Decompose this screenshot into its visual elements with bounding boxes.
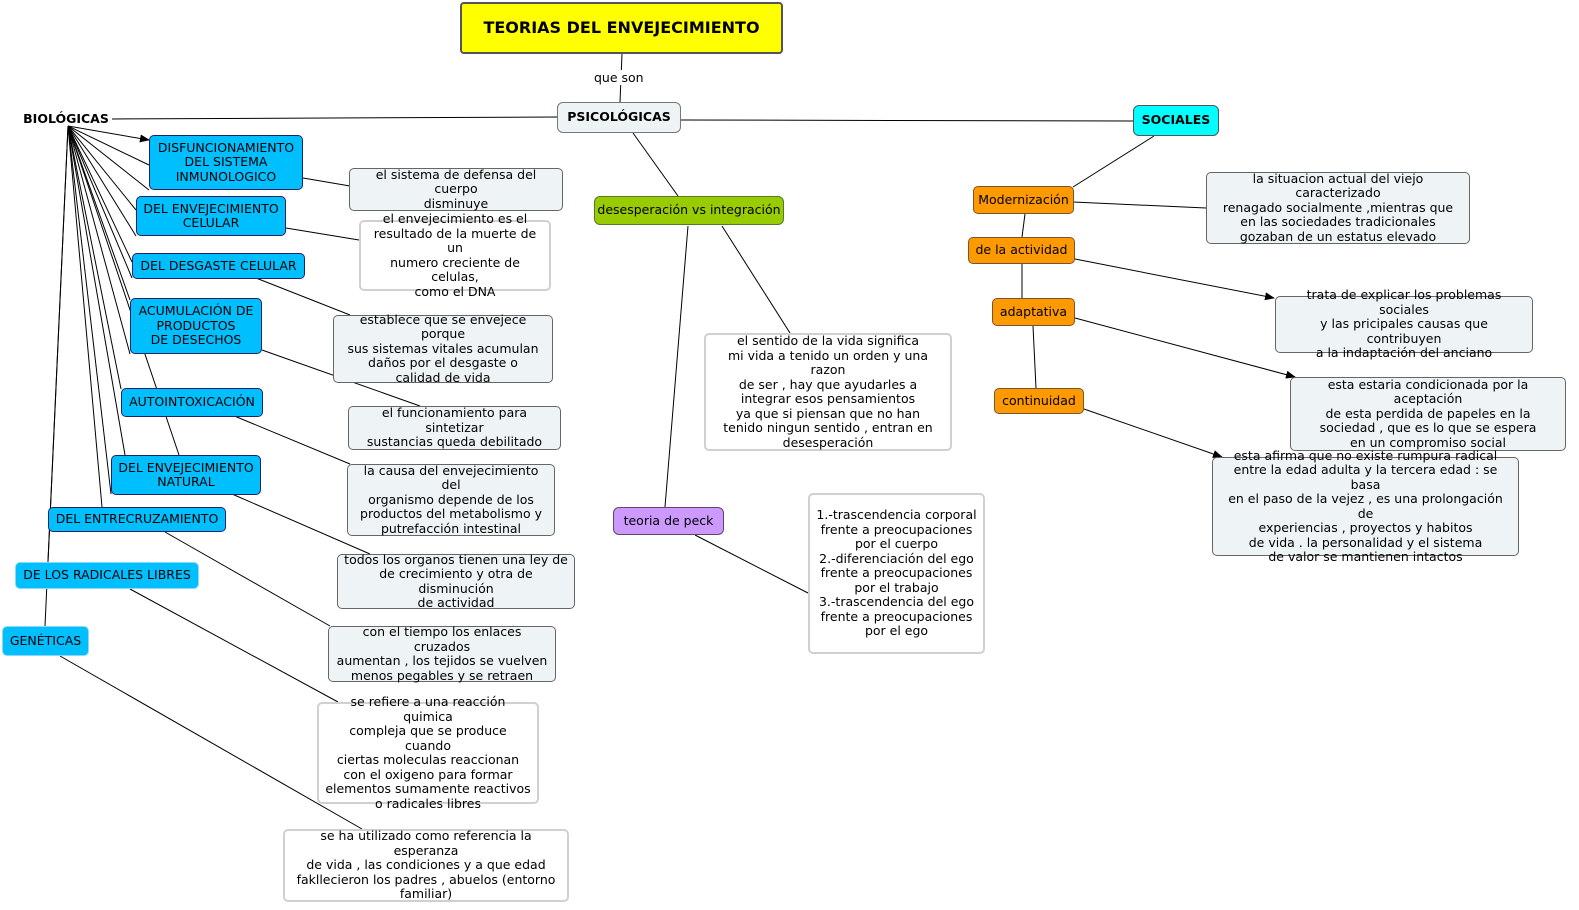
psych-desc-teoria-peck: 1.-trascendencia corporal frente a preoc… xyxy=(808,493,985,654)
bio-node-envejecimiento-celular[interactable]: DEL ENVEJECIMIENTO CELULAR xyxy=(136,196,286,236)
social-node-actividad[interactable]: de la actividad xyxy=(968,237,1075,264)
bio-desc-desgaste-celular: establece que se envejece porque sus sis… xyxy=(333,312,553,385)
bio-node-desgaste-celular[interactable]: DEL DESGASTE CELULAR xyxy=(132,253,305,279)
bio-desc-geneticas: se ha utilizado como referencia la esper… xyxy=(283,829,569,902)
psych-desc-desesperacion-integracion: el sentido de la vida significa mi vida … xyxy=(704,333,952,451)
social-node-modernizacion[interactable]: Modernización xyxy=(973,186,1074,214)
psych-node-teoria-peck[interactable]: teoria de peck xyxy=(613,507,724,535)
social-desc-adaptativa: esta estaria condicionada por la aceptac… xyxy=(1290,377,1566,451)
psych-node-desesperacion-integracion[interactable]: desesperación vs integración xyxy=(594,196,784,225)
bio-node-radicales-libres[interactable]: DE LOS RADICALES LIBRES xyxy=(15,562,199,589)
bio-node-acumulacion-desechos[interactable]: ACUMULACIÓN DE PRODUCTOS DE DESECHOS xyxy=(130,298,262,354)
bio-node-geneticas[interactable]: GENÉTICAS xyxy=(2,626,89,656)
bio-desc-acumulacion-desechos: el funcionamiento para sintetizar sustan… xyxy=(348,406,561,450)
bio-desc-entrecruzamiento: con el tiempo los enlaces cruzados aumen… xyxy=(328,624,556,682)
bio-desc-autointoxicacion: la causa del envejecimiento del organism… xyxy=(347,463,555,536)
map-title: TEORIAS DEL ENVEJECIMIENTO xyxy=(460,2,783,54)
social-node-adaptativa[interactable]: adaptativa xyxy=(992,298,1075,326)
category-sociales[interactable]: SOCIALES xyxy=(1133,105,1219,136)
social-desc-modernizacion: la situacion actual del viejo caracteriz… xyxy=(1206,171,1470,244)
bio-desc-radicales-libres: se refiere a una reacción quimica comple… xyxy=(317,694,539,810)
bio-node-envejecimiento-natural[interactable]: DEL ENVEJECIMIENTO NATURAL xyxy=(111,455,261,495)
social-desc-actividad: trata de explicar los problemas sociales… xyxy=(1275,288,1533,360)
social-node-continuidad[interactable]: continuidad xyxy=(994,388,1084,414)
category-biologicas[interactable]: BIOLÓGICAS xyxy=(23,110,109,126)
category-psicologicas[interactable]: PSICOLÓGICAS xyxy=(557,102,681,133)
social-desc-continuidad: esta afirma que no existe rumpura radica… xyxy=(1212,448,1519,564)
bio-node-autointoxicacion[interactable]: AUTOINTOXICACIÓN xyxy=(121,388,263,417)
bio-desc-envejecimiento-celular: el envejecimiento es el resultado de la … xyxy=(359,211,551,298)
bio-desc-envejecimiento-natural: todos los organos tienen una ley de de c… xyxy=(337,552,575,610)
bio-node-entrecruzamiento[interactable]: DEL ENTRECRUZAMIENTO xyxy=(48,507,226,532)
bio-node-inmunologico[interactable]: DISFUNCIONAMIENTO DEL SISTEMA INMUNOLOGI… xyxy=(149,135,303,190)
bio-desc-inmunologico: el sistema de defensa del cuerpo disminu… xyxy=(349,167,563,211)
link-label-que-son: que son xyxy=(592,70,646,85)
